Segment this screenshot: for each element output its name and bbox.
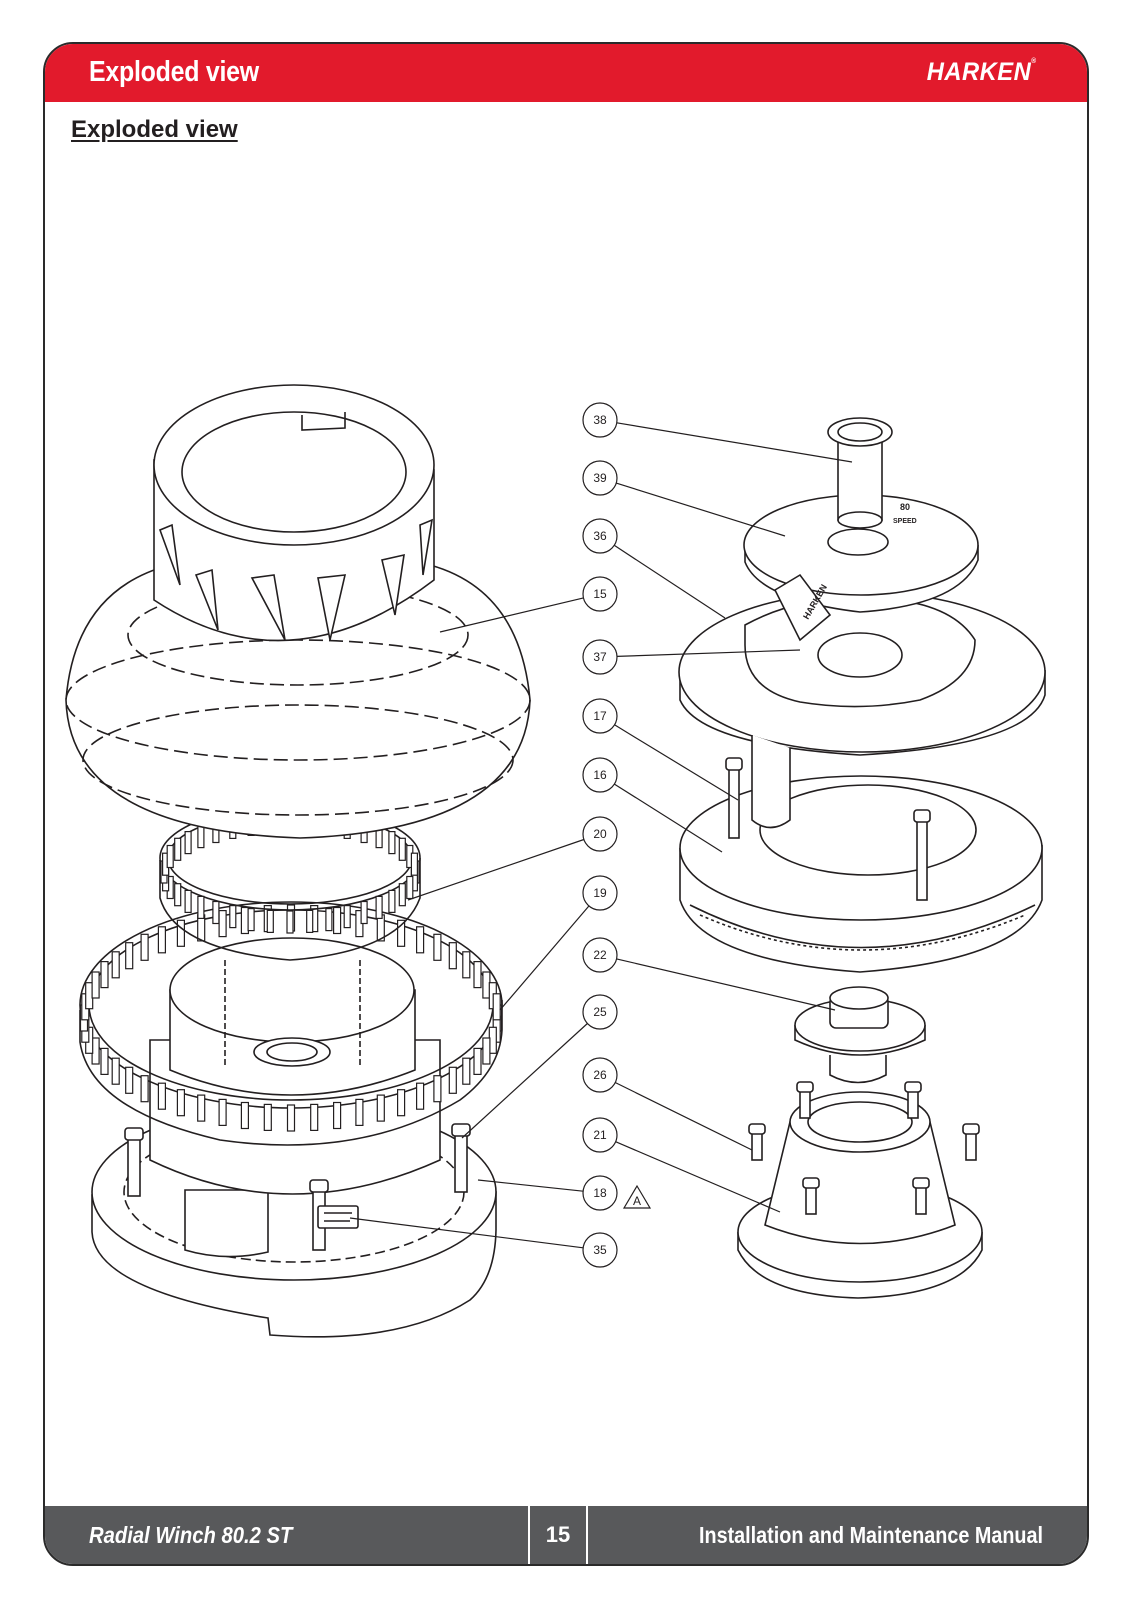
registered-mark: ® (1031, 58, 1037, 65)
page-header: Exploded view HARKEN® (45, 44, 1087, 102)
section-title: Exploded view (71, 116, 238, 143)
page-frame: Exploded view HARKEN® Exploded view Radi… (43, 42, 1089, 1566)
harken-logo: HARKEN® (927, 58, 1037, 87)
page-number: 15 (528, 1506, 588, 1564)
footer-product-name: Radial Winch 80.2 ST (89, 1522, 293, 1548)
page-footer: Radial Winch 80.2 ST 15 Installation and… (45, 1506, 1087, 1564)
brand-name: HARKEN (927, 58, 1032, 86)
header-title: Exploded view (89, 56, 259, 88)
footer-manual-title: Installation and Maintenance Manual (698, 1522, 1043, 1548)
